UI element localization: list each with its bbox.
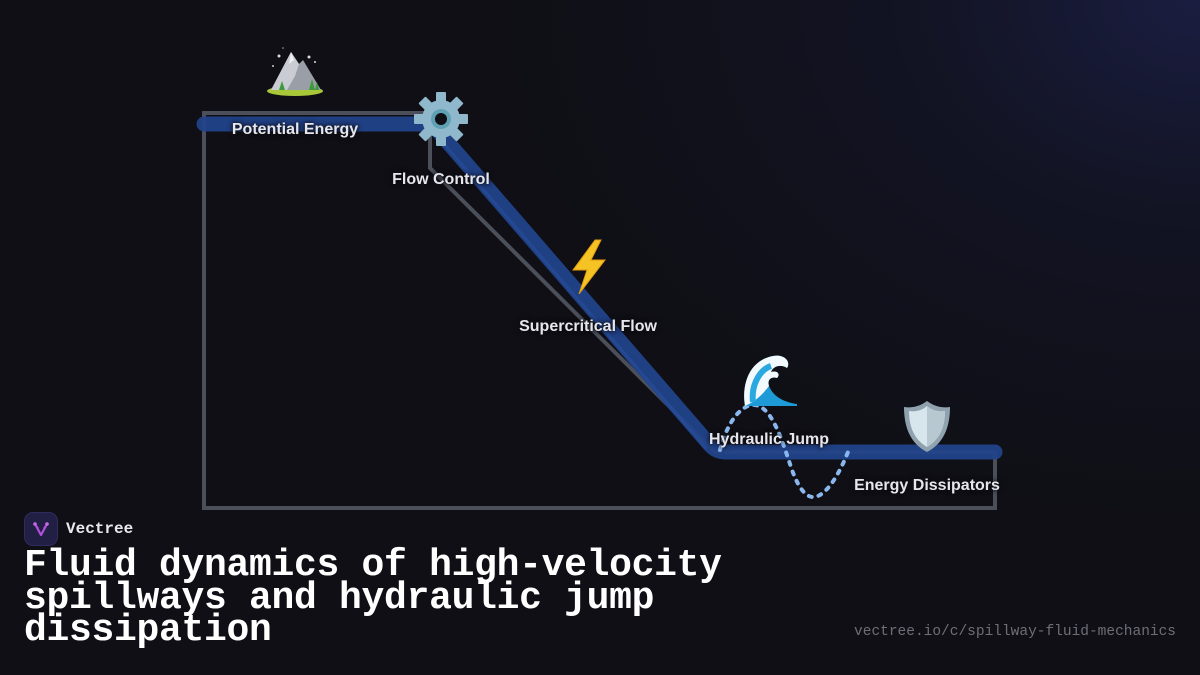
source-url: vectree.io/c/spillway-fluid-mechanics: [854, 624, 1176, 640]
vectree-logo-icon: [24, 512, 58, 546]
mountain-icon: [265, 46, 325, 106]
brand-name: Vectree: [66, 520, 134, 538]
wave-icon: [739, 352, 799, 416]
hydraulic-jump-wave: [718, 403, 850, 500]
page-title: Fluid dynamics of high-velocity spillway…: [24, 544, 722, 652]
node-label-potential-energy: Potential Energy: [231, 121, 359, 138]
water-flow-highlight: [430, 128, 708, 450]
brand: Vectree: [24, 512, 133, 546]
spillway-structure-outline: [202, 111, 997, 510]
node-label-supercritical-flow: Supercritical Flow: [519, 318, 657, 335]
lightning-icon: [563, 238, 613, 304]
shield-icon: [901, 398, 953, 462]
water-flow-path: [196, 116, 1003, 460]
node-label-hydraulic-jump: Hydraulic Jump: [708, 431, 830, 448]
node-label-energy-dissipators: Energy Dissipators: [854, 477, 1000, 494]
node-label-flow-control: Flow Control: [392, 171, 490, 188]
gear-icon: [412, 90, 470, 156]
